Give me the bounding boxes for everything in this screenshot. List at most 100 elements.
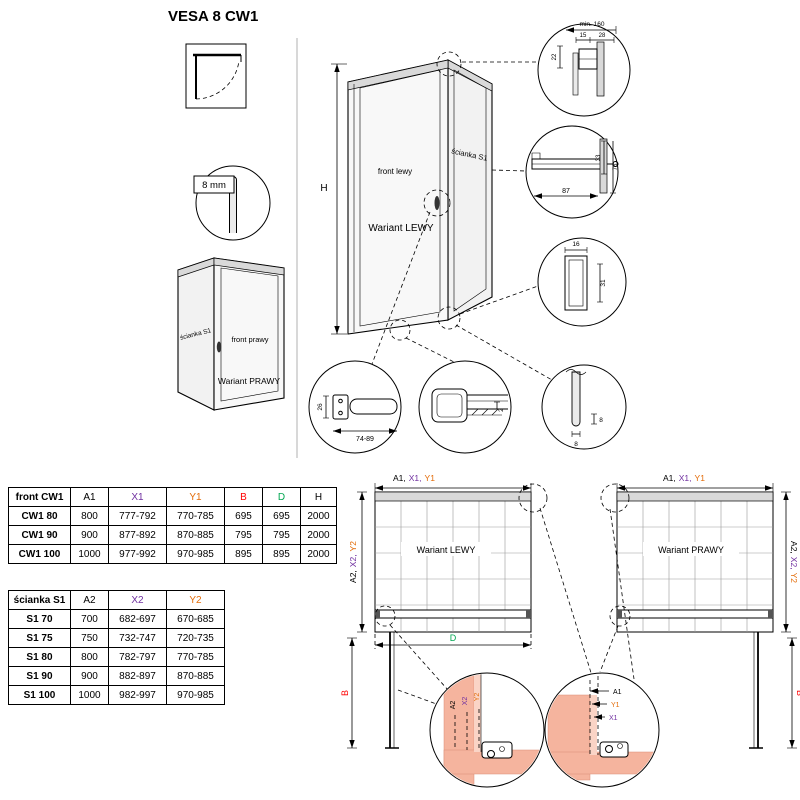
col-y2: Y2 xyxy=(166,590,225,610)
dim-28: 28 xyxy=(599,33,606,39)
plan-left-depth-label: D xyxy=(450,633,457,643)
cell: 970-985 xyxy=(166,685,225,705)
detail-wall-profile: 16 31 xyxy=(537,237,627,327)
cell: 732-747 xyxy=(108,628,167,648)
col-h: H xyxy=(300,487,337,507)
wall-table-title: ścianka S1 xyxy=(8,590,71,610)
cell: 770-785 xyxy=(166,647,225,667)
row-name: CW1 90 xyxy=(8,525,71,545)
dim-16: 16 xyxy=(572,241,580,248)
variant-lewy-view: H front lewy ścianka S1 Wariant LEWY xyxy=(320,51,493,341)
door-swing-icon xyxy=(185,43,247,109)
dim-22: 22 xyxy=(552,53,558,60)
plan-views: A1,X1,Y1 Wariant LEWY A2,X2,Y2 xyxy=(340,473,800,788)
dim-8-side: 8 xyxy=(599,417,603,424)
plan-right-top-dims: A1,X1,Y1 xyxy=(663,473,705,483)
cell: 882-897 xyxy=(108,666,167,686)
main-view-front-label: front lewy xyxy=(378,167,412,176)
col-a1: A1 xyxy=(70,487,109,507)
table-row: S1 90 900 882-897 870-885 xyxy=(8,666,225,686)
height-dim-label: H xyxy=(320,183,327,194)
table-row: CW1 80 800 777-792 770-785 695 695 2000 xyxy=(8,506,337,526)
drawings-top: 8 mm ścianka S1 front prawy Wariant PRAW… xyxy=(177,21,631,458)
handle-icon xyxy=(434,196,440,210)
cell: 800 xyxy=(70,647,109,667)
plan-left: A1,X1,Y1 Wariant LEWY A2,X2,Y2 xyxy=(340,473,532,749)
cell: 777-792 xyxy=(108,506,167,526)
detail-front-y1-label: Y1 xyxy=(611,702,620,709)
row-name: S1 90 xyxy=(8,666,71,686)
dim-2: 2 xyxy=(498,408,505,412)
detail-s1-y2-label: Y2 xyxy=(474,693,481,702)
dim-87: 87 xyxy=(562,188,570,195)
col-b: B xyxy=(224,487,263,507)
cell: 895 xyxy=(262,544,301,564)
dim-26: 26 xyxy=(317,403,324,411)
cell: 720-735 xyxy=(166,628,225,648)
cell: 795 xyxy=(262,525,301,545)
plan-right-variant-label: Wariant PRAWY xyxy=(658,545,724,555)
cell: 670-685 xyxy=(166,609,225,629)
cell: 900 xyxy=(70,666,109,686)
plan-right-width-label: B xyxy=(795,690,800,696)
cell: 870-885 xyxy=(166,525,225,545)
table-row: S1 80 800 782-797 770-785 xyxy=(8,647,225,667)
col-x2: X2 xyxy=(108,590,167,610)
glass-thickness-detail: 8 mm xyxy=(193,165,271,241)
dim-76: 76 xyxy=(613,163,619,170)
cell: 870-885 xyxy=(166,666,225,686)
cell: 770-785 xyxy=(166,506,225,526)
plan-left-variant-label: Wariant LEWY xyxy=(417,545,476,555)
cell: 877-892 xyxy=(108,525,167,545)
cell: 682-697 xyxy=(108,609,167,629)
table-row: CW1 100 1000 977-992 970-985 895 895 200… xyxy=(8,544,337,564)
cell: 895 xyxy=(224,544,263,564)
leader-lines xyxy=(371,61,553,381)
detail-front-a1-label: A1 xyxy=(613,689,622,696)
dim-8-bottom: 8 xyxy=(574,441,578,448)
cell: 782-797 xyxy=(108,647,167,667)
plan-callouts xyxy=(374,483,635,707)
wall-table: ścianka S1 A2 X2 Y2 S1 70 700 682-697 67… xyxy=(8,590,225,705)
detail-s1-x2-label: X2 xyxy=(462,697,469,706)
dim-15: 15 xyxy=(580,33,587,39)
plan-right: A1,X1,Y1 Wariant PRAWY A2,X2,Y2 xyxy=(616,473,800,749)
row-name: S1 80 xyxy=(8,647,71,667)
cell: 982-997 xyxy=(108,685,167,705)
plan-left-top-dims: A1,X1,Y1 xyxy=(393,473,435,483)
col-x1: X1 xyxy=(108,487,167,507)
detail-s1-a2-label: A2 xyxy=(450,701,457,710)
front-table-header: front CW1 A1 X1 Y1 B D H xyxy=(8,487,337,507)
glass-thickness-label: 8 mm xyxy=(202,180,226,191)
plan-detail-front: A1 Y1 X1 xyxy=(544,672,660,788)
cell: 1000 xyxy=(70,685,109,705)
front-table: front CW1 A1 X1 Y1 B D H CW1 80 800 777-… xyxy=(8,487,337,564)
row-name: S1 70 xyxy=(8,609,71,629)
cell: 970-985 xyxy=(166,544,225,564)
plan-left-width-label: B xyxy=(340,690,350,696)
cell: 2000 xyxy=(300,544,337,564)
variant-prawy-view: ścianka S1 front prawy Wariant PRAWY xyxy=(177,257,285,411)
small-view-variant-label: Wariant PRAWY xyxy=(218,376,281,386)
dim-min160: min. 160 xyxy=(580,21,605,28)
cell: 1000 xyxy=(70,544,109,564)
detail-bottom-rail: 2 xyxy=(418,360,512,454)
plan-left-side-dims: A2,X2,Y2 xyxy=(348,541,358,583)
cell: 695 xyxy=(262,506,301,526)
plan-right-side-dims: A2,X2,Y2 xyxy=(789,541,799,583)
spec-tables: front CW1 A1 X1 Y1 B D H CW1 80 800 777-… xyxy=(8,487,337,705)
detail-wall-bracket: 87 33 76 xyxy=(525,125,619,219)
small-view-front-label: front prawy xyxy=(231,335,268,344)
table-row: S1 100 1000 982-997 970-985 xyxy=(8,685,225,705)
table-row: S1 75 750 732-747 720-735 xyxy=(8,628,225,648)
table-row: CW1 90 900 877-892 870-885 795 795 2000 xyxy=(8,525,337,545)
row-name: CW1 80 xyxy=(8,506,71,526)
table-row: S1 70 700 682-697 670-685 xyxy=(8,609,225,629)
row-name: S1 75 xyxy=(8,628,71,648)
dim-74-89: 74-89 xyxy=(356,436,374,443)
dim-31: 31 xyxy=(600,279,607,287)
wall-table-header: ścianka S1 A2 X2 Y2 xyxy=(8,590,225,610)
page-title: VESA 8 CW1 xyxy=(168,8,259,25)
cell: 800 xyxy=(70,506,109,526)
